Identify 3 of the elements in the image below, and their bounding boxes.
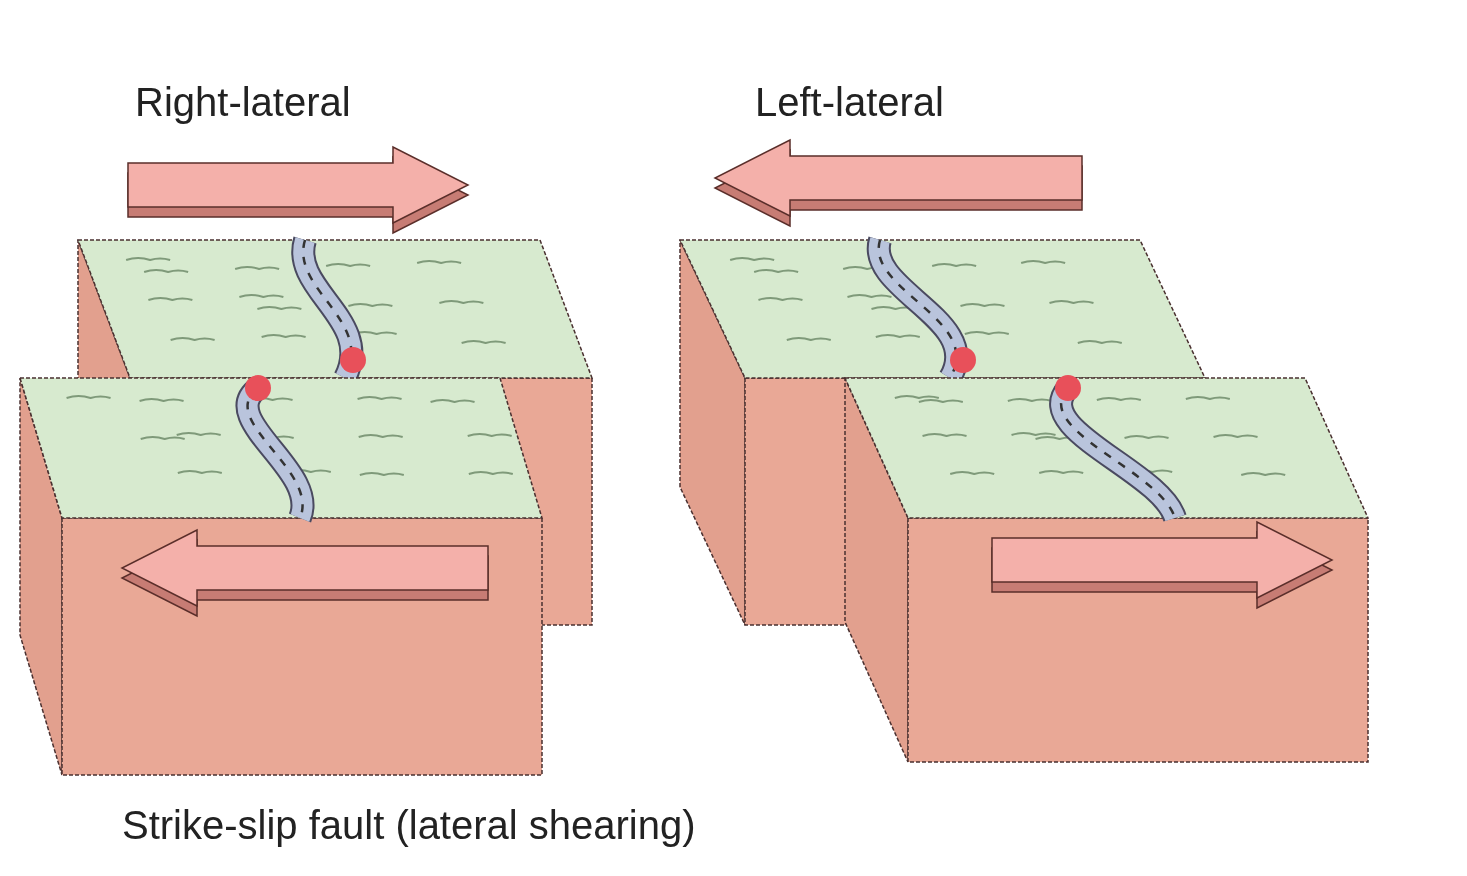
heading-text: Right-lateral <box>135 80 351 125</box>
heading-text: Strike-slip fault (lateral shearing) <box>122 803 696 848</box>
heading-text: Left-lateral <box>755 80 944 125</box>
